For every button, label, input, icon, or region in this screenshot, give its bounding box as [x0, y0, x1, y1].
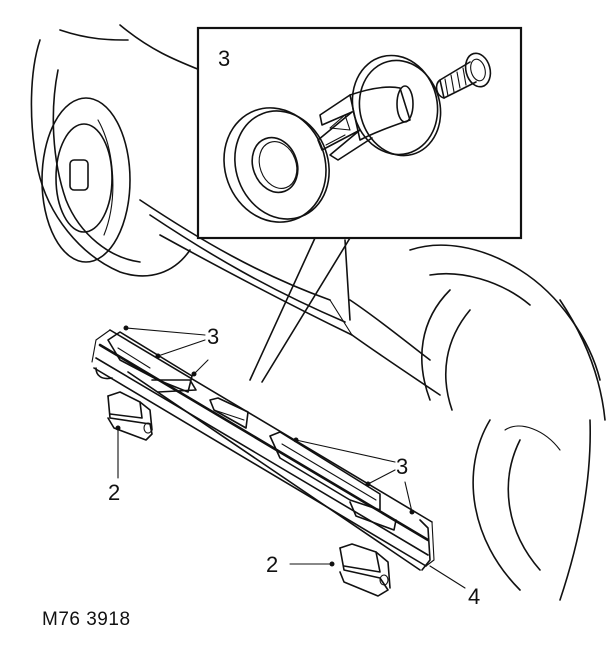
detail-inset: 3 [196, 26, 523, 383]
figure-code: M76 3918 [42, 609, 131, 630]
inset-label: 3 [218, 46, 230, 71]
callout-clip-upper: 3 [207, 324, 219, 349]
bracket-left [107, 391, 153, 441]
sill-trim-panel [91, 325, 435, 571]
callout-bracket-right: 2 [266, 552, 278, 577]
vehicle-body-outline [30, 24, 606, 601]
callout-bracket-left: 2 [108, 480, 120, 505]
leader-lines [117, 327, 466, 589]
push-clip [317, 54, 442, 161]
callout-sill: 4 [468, 584, 480, 609]
screw [435, 52, 492, 99]
callout-clip-lower: 3 [396, 454, 408, 479]
bracket-right [329, 543, 391, 597]
